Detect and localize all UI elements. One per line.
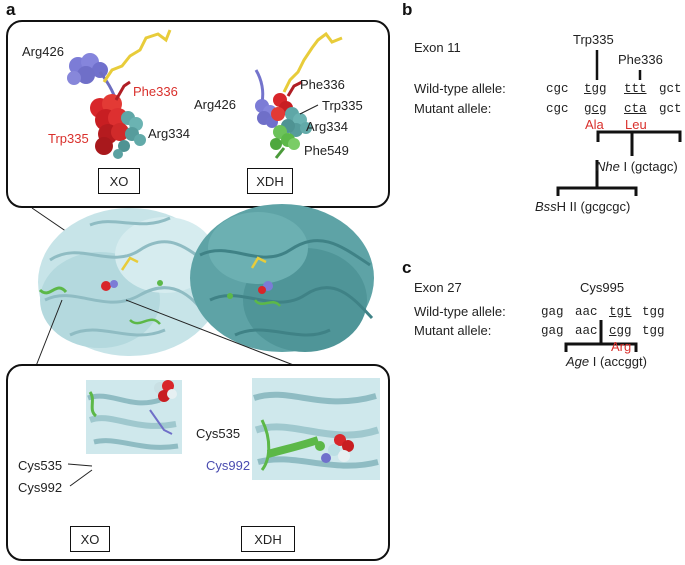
label-phe549-xdh: Phe549 [304,143,349,158]
b-wild-codon-2: tgg [584,82,607,96]
c-wild-codon-1: gag [541,305,564,319]
label-arg426-xo: Arg426 [22,44,64,59]
nhe-enzyme-name: Nhe [596,159,620,174]
label-trp335-xdh: Trp335 [322,98,363,113]
label-arg334-xdh: Arg334 [306,119,348,134]
bss-site-sequence: H II (gcgcgc) [556,199,631,214]
c-wild-codon-2: aac [575,305,598,319]
panel-label-a: a [6,0,16,19]
b-mut-codon-2: gcg [584,102,607,116]
c-wild-codon-4: tgg [642,305,665,319]
age-enzyme-name: Age [566,354,590,369]
bss-enzyme-name: Bss [535,199,557,214]
xo-bottom-red-cluster [154,380,177,402]
xo-trp335-spheres [90,80,131,155]
top-structure-illustration [67,29,343,159]
c-wild-label: Wild-type allele: [414,304,506,319]
xdh-phe549-spheres [270,125,300,159]
c-mutant-label: Mutant allele: [414,323,492,338]
label-cys992-xo: Cys992 [18,480,63,495]
label-arg426-xdh: Arg426 [194,97,236,112]
age-site-sequence: I (accggt) [589,354,647,369]
c-mut-codon-2: aac [575,324,598,338]
b-wild-codon-4: gct [659,82,682,96]
c-mut-codon-4: tgg [642,324,665,338]
xo-ligand [102,29,172,83]
aa-ala: Ala [585,117,604,132]
label-cys992-xdh: Cys992 [206,458,251,473]
bss-site-label: BssH II (gcgcgc) [535,199,630,214]
marker-phe336: Phe336 [618,52,663,67]
b-wild-codon-1: cgc [546,82,569,96]
aa-leu: Leu [625,117,647,132]
xo-arg426-blob [67,53,120,109]
central-protein-structure [31,204,374,367]
nhe-site-label: Nhe I (gctagc) [596,159,678,174]
exon11-label: Exon 11 [414,40,461,55]
xo-arg334-spheres [113,111,146,159]
age-site-label: Age I (accggt) [566,354,647,369]
label-phe336-xo: Phe336 [133,84,178,99]
b-mut-codon-3: cta [624,102,647,116]
xdh-phe336-spheres [271,80,303,121]
xdh-arg334-spheres [281,107,312,137]
marker-trp335: Trp335 [573,32,614,47]
panel-label-c: c [402,258,412,277]
c-wild-codon-3: tgt [609,305,632,319]
panel-label-b: b [402,0,413,19]
xdh-bottom-cluster [315,434,354,463]
label-phe336-xdh: Phe336 [300,77,345,92]
top-xo-box: XO [98,168,140,194]
bottom-xo-box: XO [70,526,110,552]
b-wild-label: Wild-type allele: [414,81,506,96]
label-cys535-xo: Cys535 [18,458,63,473]
label-cys535-xdh: Cys535 [196,426,241,441]
bottom-structure-illustration [67,378,380,487]
top-leader-lines [299,104,319,115]
b-mut-codon-1: cgc [546,102,569,116]
aa-arg: Arg [611,339,632,354]
marker-cys995: Cys995 [580,280,625,295]
bottom-xdh-box: XDH [241,526,295,552]
top-xdh-box: XDH [247,168,293,194]
c-mut-codon-3: cgg [609,324,632,338]
b-wild-codon-3: ttt [624,82,647,96]
top-zoom-box [6,20,390,208]
label-trp335-xo: Trp335 [48,131,89,146]
c-mut-codon-1: gag [541,324,564,338]
xdh-ligand [282,31,343,93]
label-arg334-xo: Arg334 [148,126,190,141]
b-mutant-label: Mutant allele: [414,101,492,116]
b-mut-codon-4: gct [659,102,682,116]
nhe-site-sequence: I (gctagc) [619,159,678,174]
exon27-label: Exon 27 [414,280,462,295]
